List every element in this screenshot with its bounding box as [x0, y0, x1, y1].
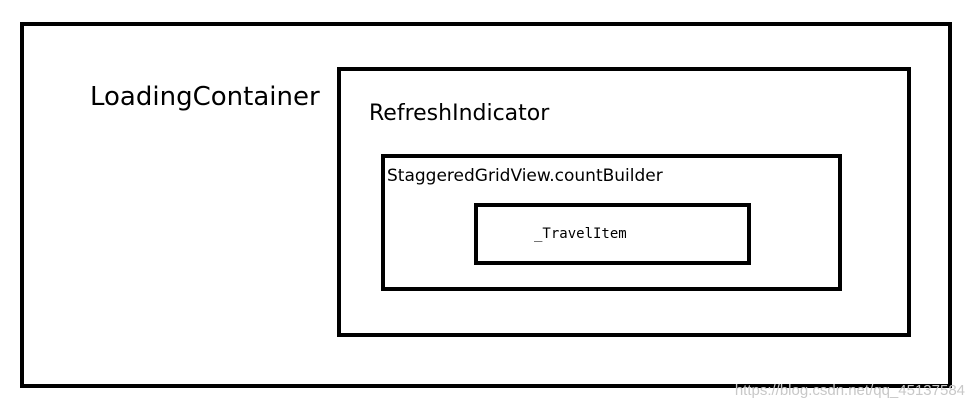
refresh-indicator-box [337, 67, 911, 337]
refresh-indicator-label: RefreshIndicator [369, 101, 550, 126]
travel-item-box [474, 203, 751, 265]
travel-item-label: _TravelItem [534, 226, 627, 242]
watermark: https://blog.csdn.net/qq_45137584 [734, 382, 965, 399]
loading-container-box [20, 22, 952, 388]
staggered-grid-view-label: StaggeredGridView.countBuilder [387, 166, 663, 186]
loading-container-label: LoadingContainer [90, 82, 320, 112]
staggered-grid-view-box [381, 154, 842, 291]
